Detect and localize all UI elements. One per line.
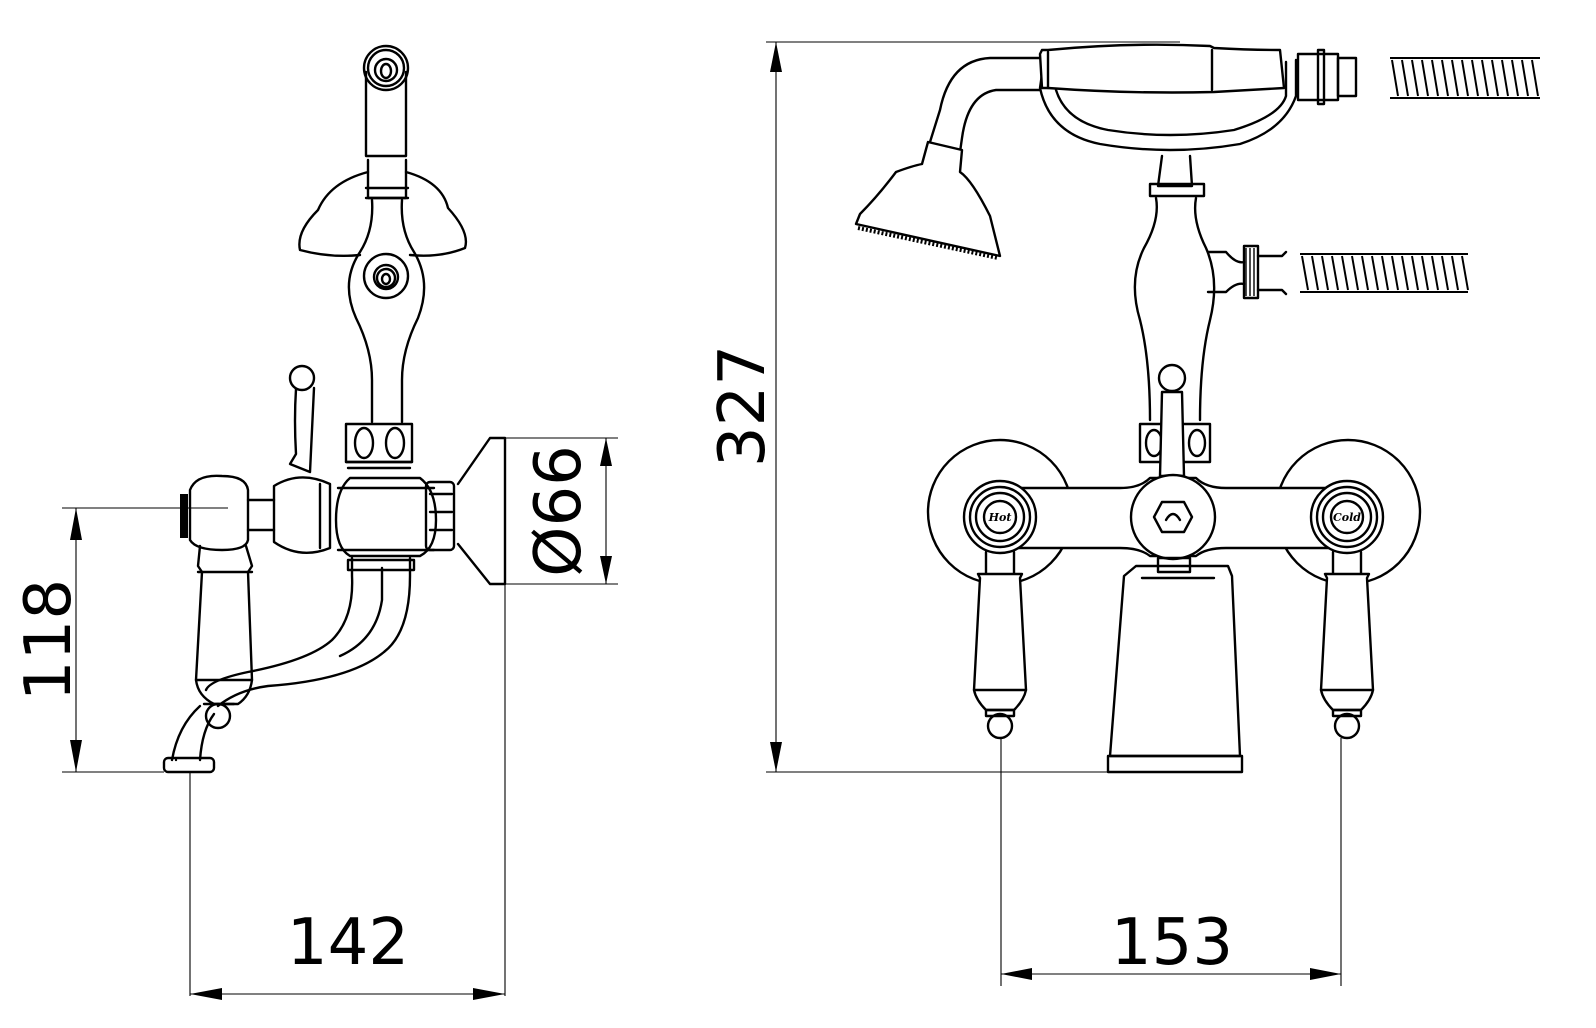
dim-side-width: 142 bbox=[287, 906, 409, 980]
mixer-body bbox=[334, 476, 438, 558]
diverter-hex-icon bbox=[1152, 500, 1194, 534]
hose-side bbox=[1300, 253, 1469, 293]
cold-cap: Cold bbox=[1309, 479, 1385, 555]
spout bbox=[204, 556, 412, 708]
hose-top bbox=[1390, 57, 1540, 99]
cradle-loop bbox=[1038, 58, 1298, 152]
shower-head-icon bbox=[854, 140, 1002, 258]
dim-side-height: 118 bbox=[12, 579, 86, 701]
cold-lever bbox=[1319, 550, 1375, 740]
dim-front-height: 327 bbox=[706, 345, 780, 467]
wall-flange bbox=[456, 436, 507, 586]
side-view bbox=[162, 44, 507, 774]
side-dimensions: 118 Ø66 142 bbox=[12, 437, 618, 1000]
front-column bbox=[1133, 196, 1216, 422]
cradle-wings bbox=[298, 158, 468, 258]
column-body bbox=[347, 198, 426, 424]
hot-lever bbox=[972, 550, 1028, 740]
front-view: Hot Cold bbox=[854, 43, 1540, 774]
pedestal bbox=[1108, 556, 1242, 758]
diverter-disc bbox=[1129, 473, 1217, 561]
hot-label: Hot bbox=[988, 511, 1012, 524]
dim-side-diameter: Ø66 bbox=[522, 445, 596, 577]
handset-end-icon bbox=[362, 44, 410, 158]
cold-label: Cold bbox=[1333, 511, 1361, 524]
front-dimensions: 327 153 bbox=[706, 41, 1342, 986]
hot-cap: Hot bbox=[962, 479, 1038, 555]
handset-grip bbox=[1038, 43, 1286, 94]
dim-front-width: 153 bbox=[1111, 906, 1233, 980]
handset-arm bbox=[928, 56, 1042, 154]
